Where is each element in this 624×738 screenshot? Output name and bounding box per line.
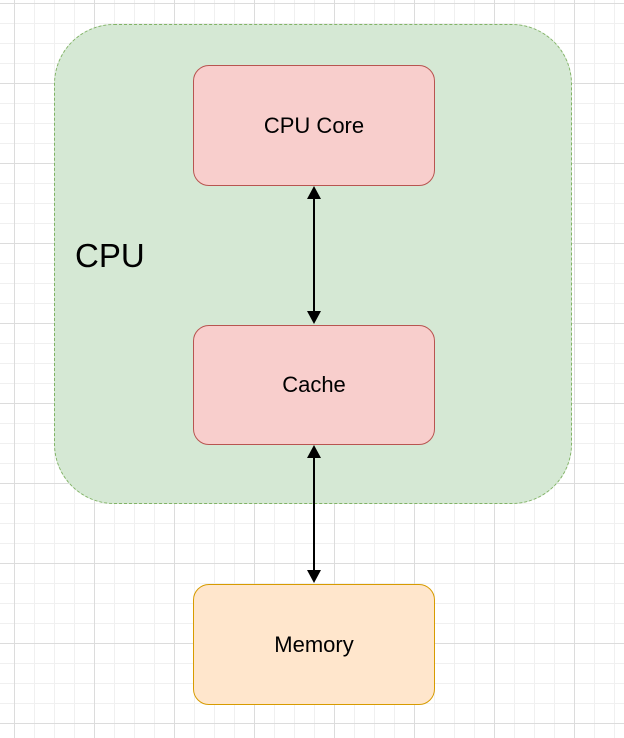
arrowhead-down-icon [307, 570, 321, 583]
cpu-core-node[interactable]: CPU Core [193, 65, 435, 186]
cache-node[interactable]: Cache [193, 325, 435, 445]
memory-label: Memory [274, 631, 354, 657]
cache-label: Cache [282, 372, 346, 397]
memory-node[interactable]: Memory [193, 584, 435, 705]
cpu-core-label: CPU Core [263, 112, 365, 138]
cpu-group-label: CPU [75, 237, 145, 274]
